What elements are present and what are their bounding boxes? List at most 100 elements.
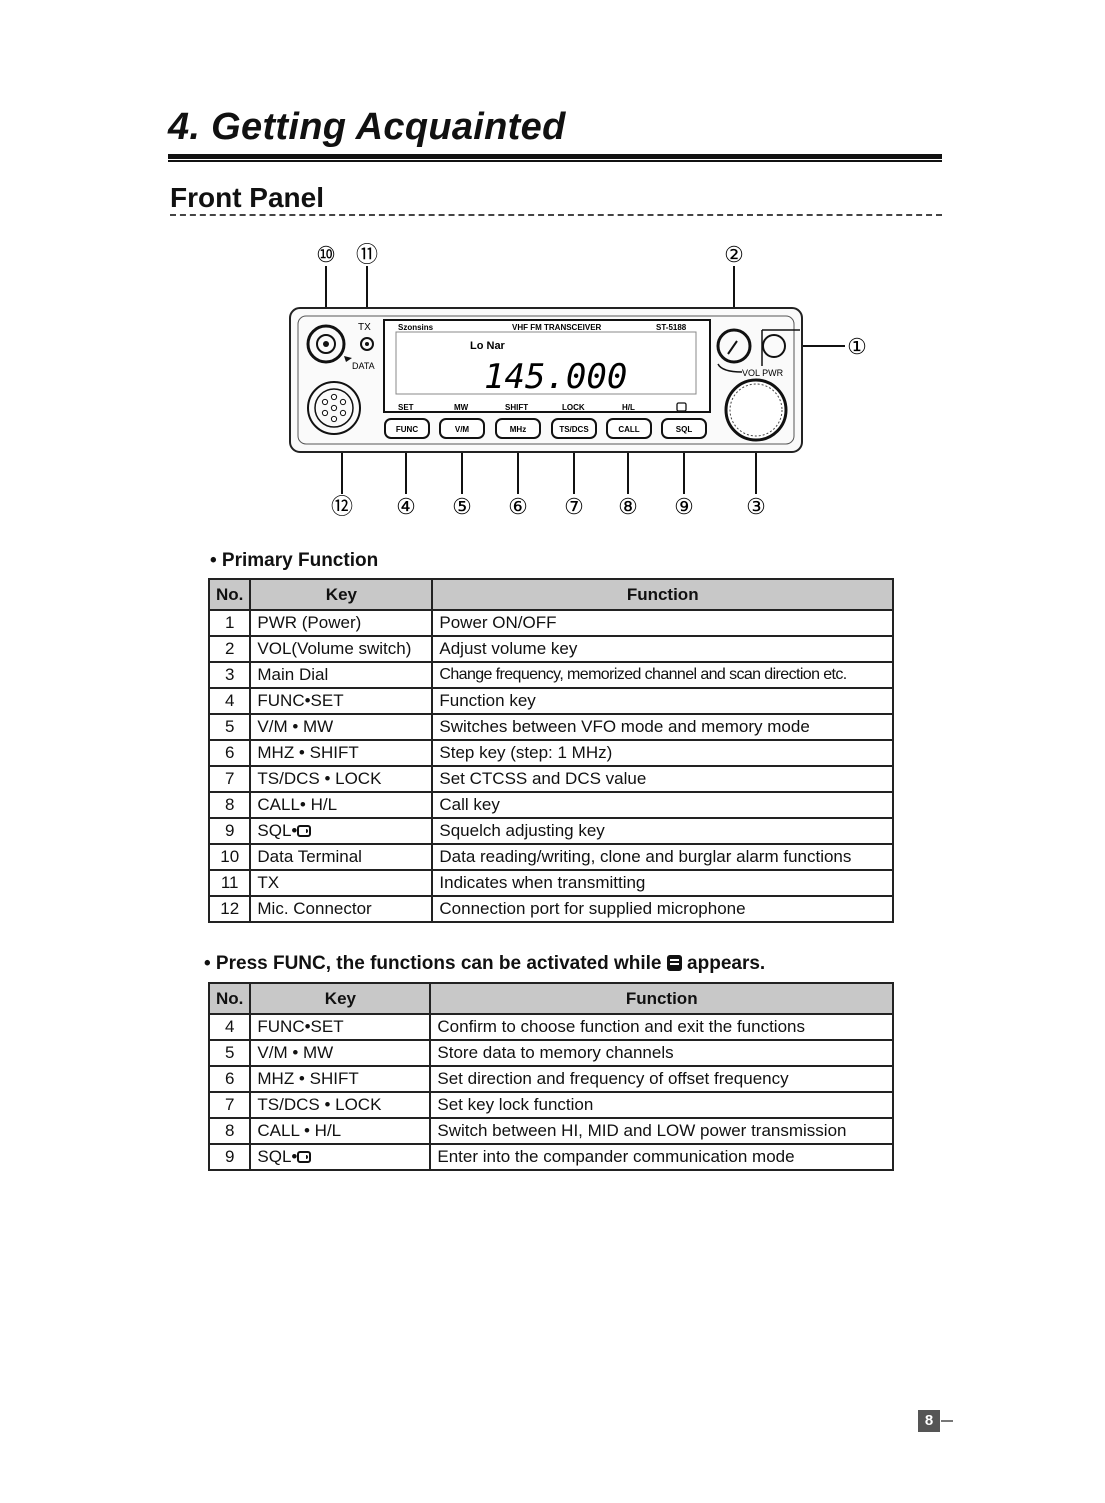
button-call-label: CALL: [618, 425, 639, 434]
compander-icon: [297, 825, 312, 837]
compander-icon: [676, 402, 687, 412]
row-key: TS/DCS • LOCK: [249, 1091, 432, 1119]
row-no: 1: [207, 609, 252, 637]
row-function: Switch between HI, MID and LOW power tra…: [429, 1117, 894, 1145]
row-function: Set key lock function: [429, 1091, 894, 1119]
button-func-label: FUNC: [396, 425, 418, 434]
front-panel-diagram: ⑩ ⑪ ② ① ⑫ ④ ⑤ ⑥ ⑦ ⑧ ⑨ ③ TX DATA: [289, 242, 867, 519]
row-function: Indicates when transmitting: [431, 869, 894, 897]
callout-9: ⑨: [674, 494, 694, 519]
row-no: 9: [207, 817, 252, 845]
row-no: 11: [207, 869, 252, 897]
row-function: Enter into the compander communication m…: [429, 1143, 894, 1171]
callout-12: ⑫: [331, 494, 353, 519]
row-key: TS/DCS • LOCK: [249, 765, 434, 793]
row-no: 3: [207, 661, 252, 689]
display-frequency: 145.000: [484, 357, 627, 397]
row-key: VOL(Volume switch): [249, 635, 434, 663]
callout-4: ④: [396, 494, 416, 519]
row-no: 8: [207, 791, 252, 819]
key-sublabel-lock: LOCK: [562, 403, 585, 412]
display-status: Lo Nar: [470, 340, 506, 352]
secondary-heading: • Press FUNC, the functions can be activ…: [204, 953, 765, 975]
callout-10: ⑩: [316, 242, 336, 267]
key-sublabel-mw: MW: [454, 403, 469, 412]
row-no: 7: [207, 1091, 252, 1119]
button-mhz-label: MHz: [510, 425, 526, 434]
table-header-row: No. Key Function: [207, 982, 894, 1015]
row-key: Data Terminal: [249, 843, 434, 871]
row-no: 5: [207, 713, 252, 741]
row-key: MHZ • SHIFT: [249, 1065, 432, 1093]
col-no: No.: [207, 982, 252, 1015]
button-tsdcs-label: TS/DCS: [559, 425, 589, 434]
row-key: FUNC•SET: [249, 1013, 432, 1041]
callout-2: ②: [724, 242, 744, 267]
callout-3: ③: [746, 494, 766, 519]
row-key: Main Dial: [249, 661, 434, 689]
button-sql-label: SQL: [676, 425, 693, 434]
secondary-heading-text: • Press FUNC, the functions can be activ…: [204, 953, 662, 974]
chapter-title: 4. Getting Acquainted: [168, 106, 566, 148]
row-key: CALL • H/L: [249, 1117, 432, 1145]
row-key: SQL•: [249, 817, 434, 845]
vol-pwr-label: VOL PWR: [742, 368, 784, 378]
row-key: PWR (Power): [249, 609, 434, 637]
row-no: 4: [207, 687, 252, 715]
row-key-text: SQL•: [257, 1147, 298, 1166]
function-indicator-icon: [666, 955, 682, 971]
callout-1: ①: [847, 334, 867, 359]
row-no: 4: [207, 1013, 252, 1041]
brand-logo: Szonsins: [398, 323, 434, 332]
data-label: DATA: [352, 361, 375, 371]
row-function: Switches between VFO mode and memory mod…: [431, 713, 894, 741]
row-key-text: SQL•: [257, 821, 298, 840]
row-no: 12: [207, 895, 252, 923]
row-no: 5: [207, 1039, 252, 1067]
col-function: Function: [429, 982, 894, 1015]
row-function: Store data to memory channels: [429, 1039, 894, 1067]
key-sublabel-hl: H/L: [622, 403, 635, 412]
row-function: Function key: [431, 687, 894, 715]
callout-11: ⑪: [356, 242, 378, 267]
row-no: 10: [207, 843, 252, 871]
row-function: Step key (step: 1 MHz): [431, 739, 894, 767]
row-function: Data reading/writing, clone and burglar …: [431, 843, 894, 871]
row-no: 8: [207, 1117, 252, 1145]
row-key: Mic. Connector: [249, 895, 434, 923]
row-key: CALL• H/L: [249, 791, 434, 819]
key-sublabel-shift: SHIFT: [505, 403, 528, 412]
tx-label: TX: [358, 322, 371, 333]
section-title: Front Panel: [170, 182, 325, 213]
table-header-row: No. Key Function: [207, 578, 894, 611]
title-rule: [168, 154, 942, 162]
row-no: 6: [207, 1065, 252, 1093]
model-label: VHF FM TRANSCEIVER: [512, 323, 602, 332]
row-function: Set CTCSS and DCS value: [431, 765, 894, 793]
page-number: 8: [918, 1410, 940, 1432]
row-no: 6: [207, 739, 252, 767]
callout-6: ⑥: [508, 494, 528, 519]
callout-7: ⑦: [564, 494, 584, 519]
row-key: TX: [249, 869, 434, 897]
row-function: Power ON/OFF: [431, 609, 894, 637]
primary-heading: • Primary Function: [210, 550, 379, 571]
row-function: Confirm to choose function and exit the …: [429, 1013, 894, 1041]
callout-5: ⑤: [452, 494, 472, 519]
